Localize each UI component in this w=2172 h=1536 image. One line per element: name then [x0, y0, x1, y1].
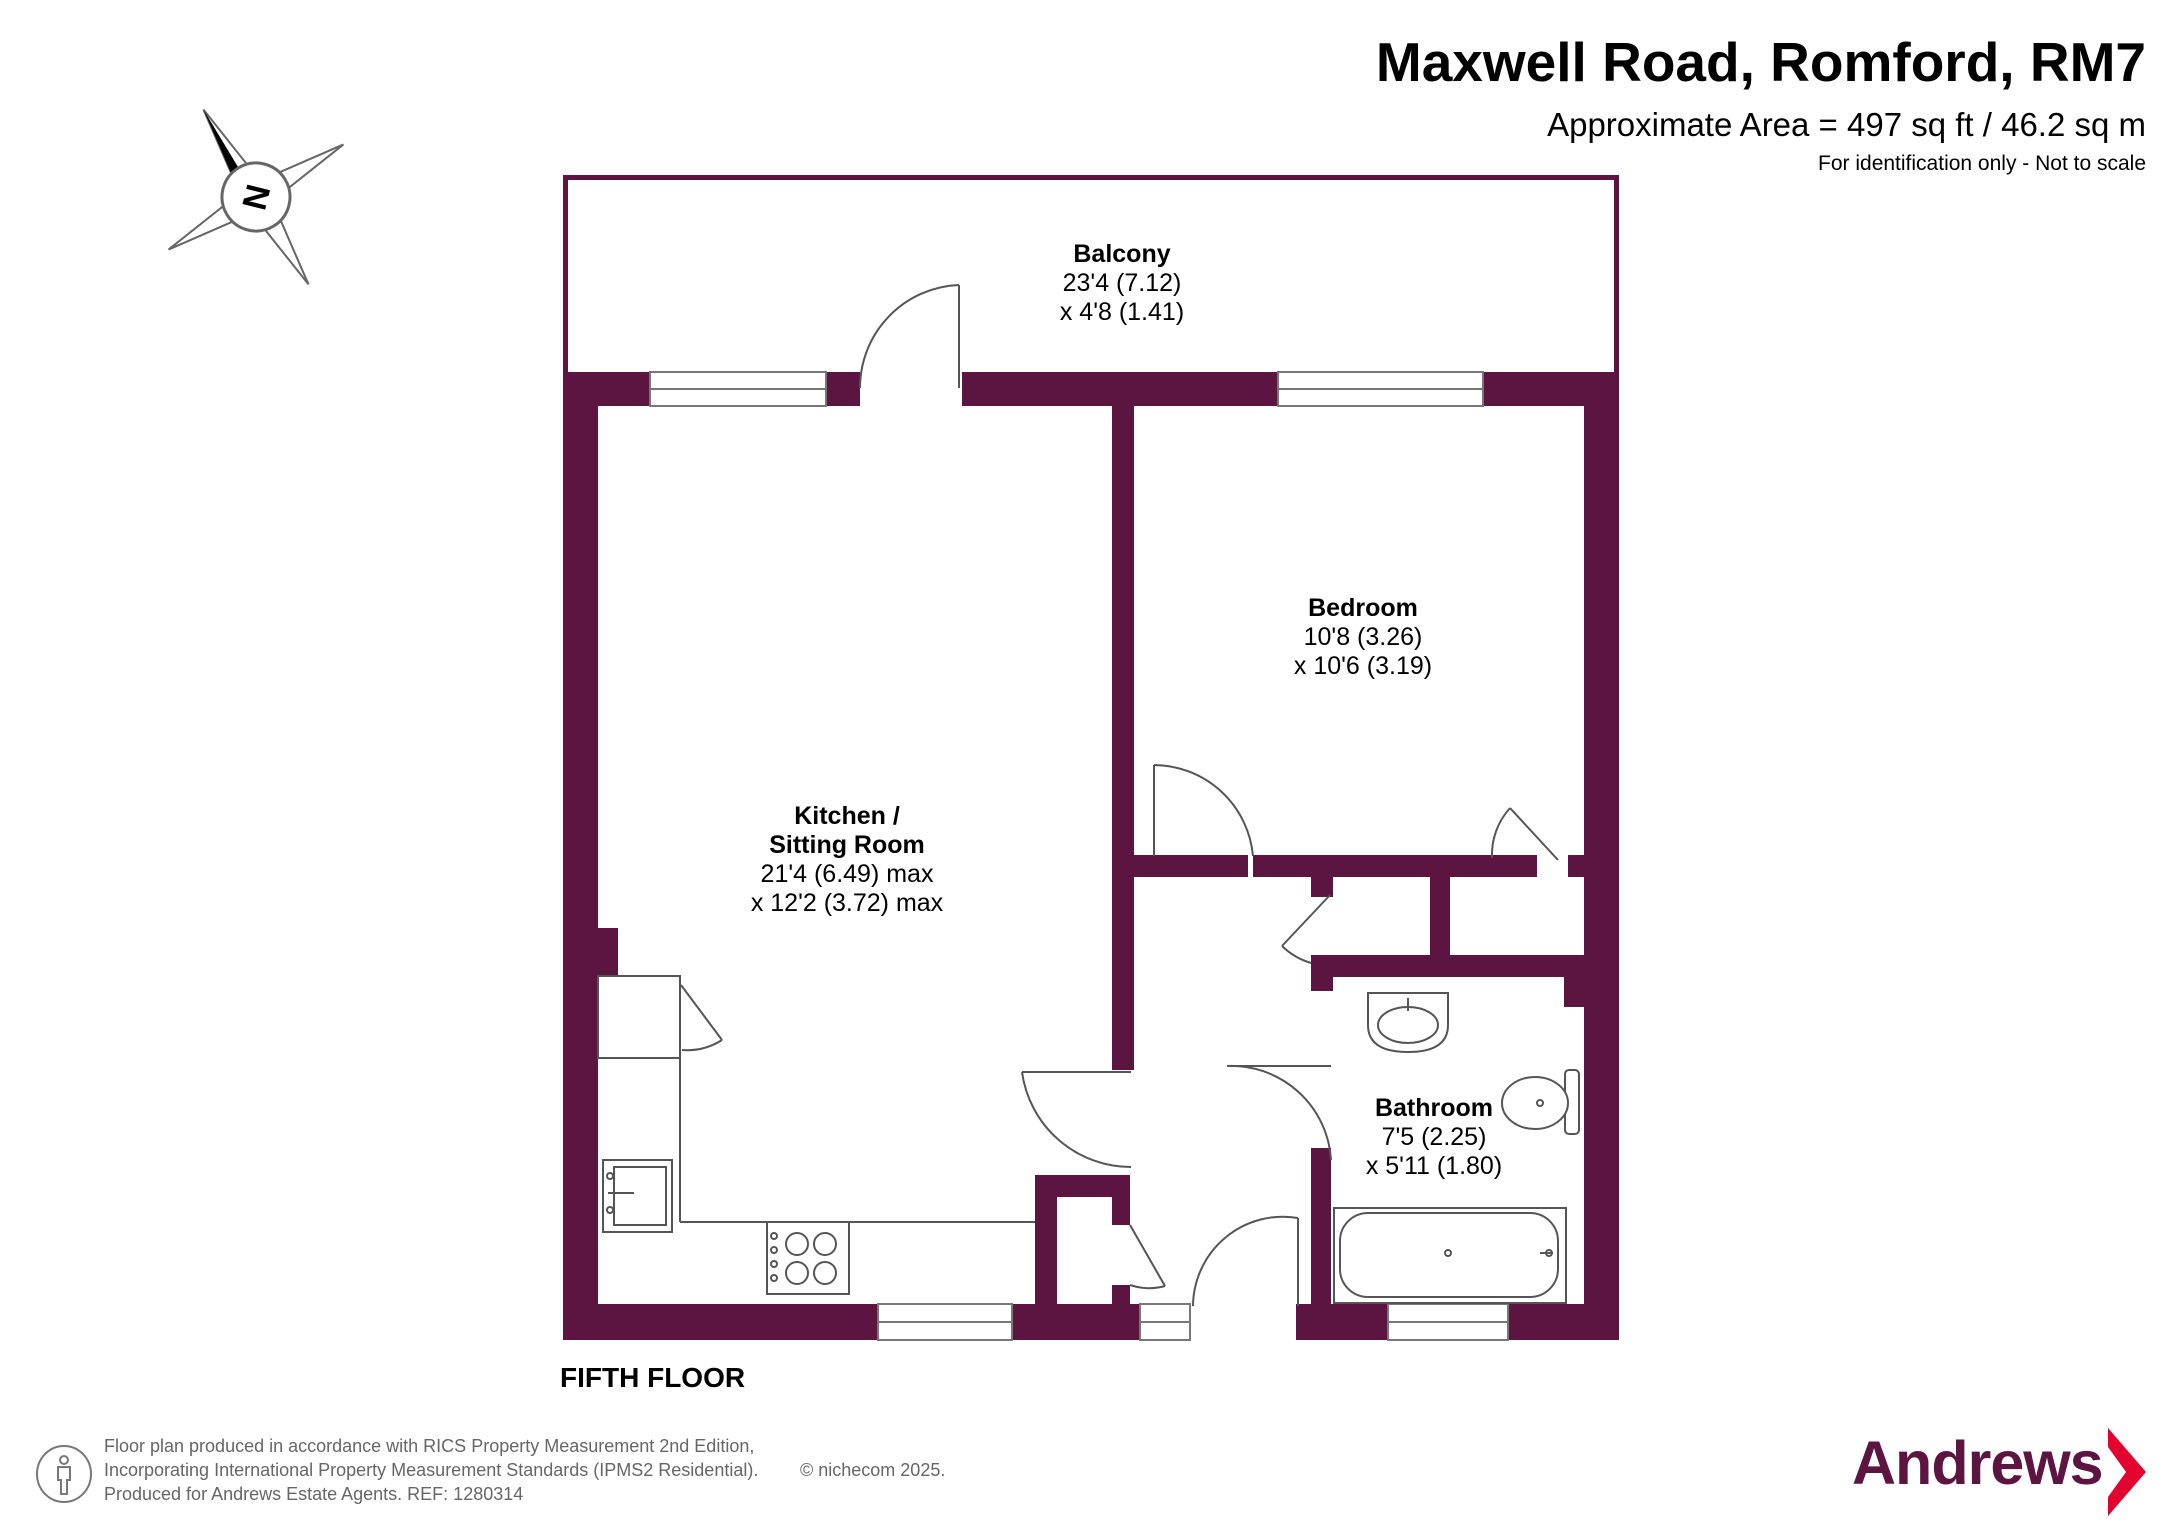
room-balcony: Balcony 23'4 (7.12) x 4'8 (1.41): [1060, 240, 1184, 327]
bath-icon: [1333, 1207, 1567, 1304]
floor-label: FIFTH FLOOR: [560, 1362, 746, 1393]
room-name: Bathroom: [1374, 1094, 1494, 1122]
walls: [563, 175, 1619, 1340]
room-dimension: x 10'6 (3.19): [1293, 652, 1433, 680]
brand-logo: Andrews: [1852, 1429, 2104, 1497]
room-dimension: x 4'8 (1.41): [1059, 298, 1185, 326]
room-dimension: 21'4 (6.49) max: [760, 860, 934, 888]
approximate-area: Approximate Area = 497 sq ft / 46.2 sq m: [1547, 106, 2146, 143]
property-address: Maxwell Road, Romford, RM7: [1375, 31, 2146, 93]
room-bedroom: Bedroom 10'8 (3.26) x 10'6 (3.19): [1294, 594, 1432, 681]
toilet-icon: [1501, 1069, 1580, 1135]
scale-note: For identification only - Not to scale: [1818, 152, 2146, 175]
room-name: Balcony: [1073, 240, 1171, 268]
compass-north-icon: N: [167, 108, 345, 286]
room-bathroom: Bathroom 7'5 (2.25) x 5'11 (1.80): [1366, 1094, 1502, 1181]
brand-arrow-icon: [2108, 1428, 2146, 1516]
room-kitchen-sitting: Kitchen / Sitting Room 21'4 (6.49) max x…: [751, 802, 943, 918]
windows: [649, 371, 1509, 1341]
person-icon: [36, 1445, 92, 1503]
copyright: © nichecom 2025.: [800, 1460, 946, 1480]
doors: [680, 284, 1559, 1307]
room-name: Sitting Room: [769, 831, 925, 859]
room-name: Bedroom: [1308, 594, 1418, 622]
footer-line: Produced for Andrews Estate Agents. REF:…: [104, 1484, 524, 1504]
room-name: Kitchen /: [794, 802, 900, 830]
room-dimension: 7'5 (2.25): [1381, 1123, 1487, 1151]
kitchen-fixtures: [597, 975, 1035, 1295]
room-dimension: x 5'11 (1.80): [1365, 1152, 1503, 1180]
footer-notes: Floor plan produced in accordance with R…: [104, 1434, 945, 1506]
room-dimension: 10'8 (3.26): [1303, 623, 1423, 651]
footer-line: Floor plan produced in accordance with R…: [104, 1436, 755, 1456]
hob-icon: [766, 1221, 850, 1295]
room-dimension: 23'4 (7.12): [1062, 269, 1182, 297]
room-dimension: x 12'2 (3.72) max: [750, 889, 944, 917]
footer-line: Incorporating International Property Mea…: [104, 1460, 759, 1480]
bathroom-fixtures: [1333, 992, 1580, 1304]
